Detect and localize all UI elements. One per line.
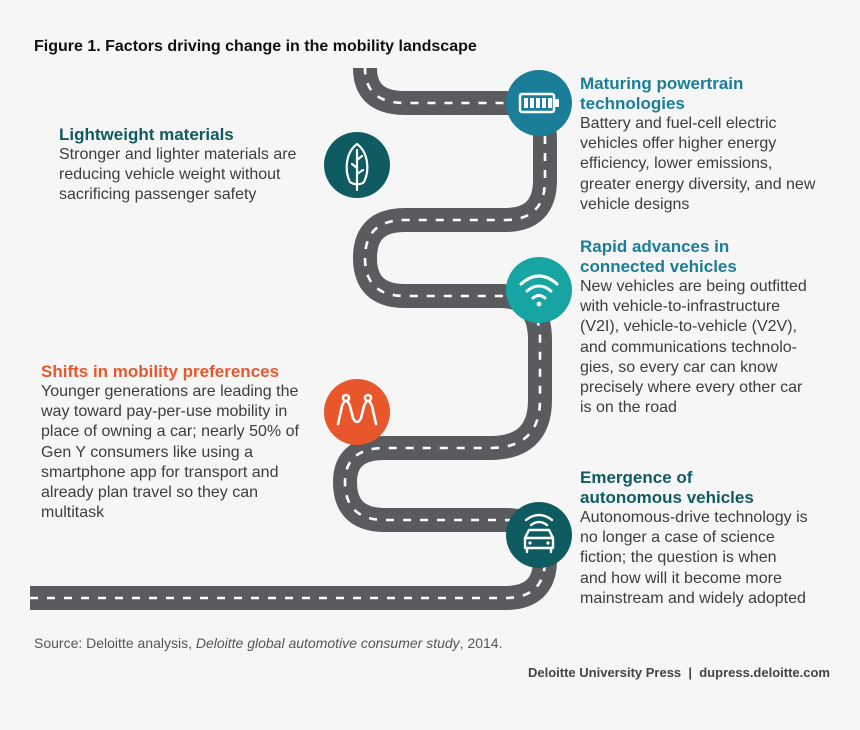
source-suffix: , 2014. [459,635,503,651]
battery-icon [518,92,559,114]
feather-node [324,132,390,198]
factor-lightweight: Lightweight materials Stronger and light… [59,125,296,206]
figure-title: Figure 1. Factors driving change in the … [34,38,477,55]
people-node [324,379,390,445]
wifi-icon [519,274,559,307]
factor-description: Younger generations are leading the way … [41,383,299,522]
source-study-title: Deloitte global automotive consumer stud… [195,635,460,651]
people-icon [336,393,378,426]
factor-heading: Emergence of autonomous vehicles [580,468,754,507]
factor-description: Battery and fuel-cell electric vehicles … [580,115,816,213]
factor-description: New vehicles are being outfitted with ve… [580,278,807,417]
source-note: Source: Deloitte analysis, Deloitte glob… [34,635,503,651]
factor-heading: Maturing powertrain technologies [580,74,744,113]
factor-description: Stronger and lighter materials are reduc… [59,146,297,204]
factor-connected: Rapid advances in connected vehicles New… [580,237,807,418]
factor-mobility: Shifts in mobility preferences Younger g… [41,362,299,523]
battery-node [506,70,572,136]
car-icon [523,513,555,554]
factor-powertrain: Maturing powertrain technologies Battery… [580,74,815,215]
feather-icon [345,142,369,192]
publisher-footer: Deloitte University Press | dupress.delo… [527,665,830,680]
factor-autonomous: Emergence of autonomous vehicles Autonom… [580,468,808,609]
car-node [506,502,572,568]
source-prefix: Source: Deloitte analysis, [34,635,196,651]
factor-heading: Rapid advances in connected vehicles [580,237,737,276]
factor-heading: Lightweight materials [59,125,234,144]
factor-description: Autonomous-drive technology is no longer… [580,509,808,607]
wifi-node [506,257,572,323]
factor-heading: Shifts in mobility preferences [41,362,280,381]
